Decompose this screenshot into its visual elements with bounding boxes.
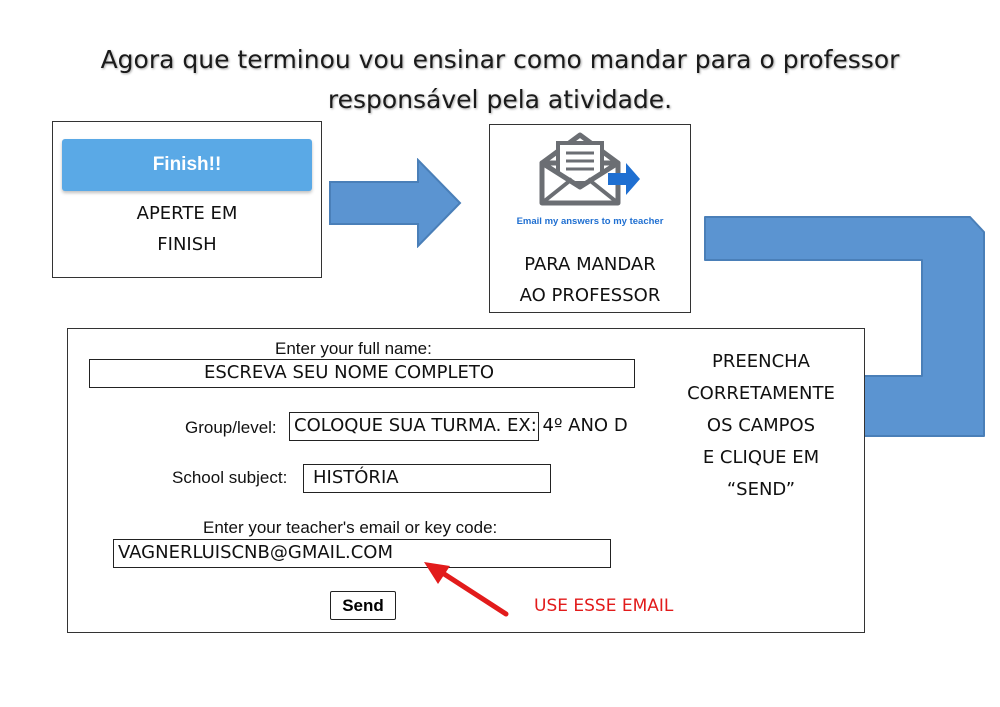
email-envelope-icon[interactable] <box>538 131 644 211</box>
finish-caption-line-2: FINISH <box>157 234 217 255</box>
group-level-input[interactable]: COLOQUE SUA TURMA. EX: 4º ANO D <box>289 412 628 441</box>
group-level-label: Group/level: <box>185 418 277 437</box>
instruction-line-4: E CLIQUE EM <box>702 447 820 468</box>
school-subject-label: School subject: <box>172 468 288 487</box>
page-title: Agora que terminou vou ensinar como mand… <box>60 40 940 120</box>
send-button[interactable]: Send <box>330 591 396 620</box>
full-name-input[interactable]: ESCREVA SEU NOME COMPLETO <box>89 359 635 388</box>
finish-step-caption: APERTE EM FINISH <box>62 198 312 260</box>
fill-instructions: PREENCHA CORRETAMENTE OS CAMPOS E CLIQUE… <box>676 346 846 506</box>
teacher-email-label: Enter your teacher's email or key code: <box>203 518 498 537</box>
teacher-email-input[interactable]: VAGNERLUISCNB@GMAIL.COM <box>113 539 611 568</box>
instruction-line-1: PREENCHA <box>712 351 810 372</box>
email-step-caption: PARA MANDAR AO PROFESSOR <box>489 249 691 311</box>
school-subject-input[interactable]: HISTÓRIA <box>303 464 551 493</box>
finish-button[interactable]: Finish!! <box>62 139 312 191</box>
instruction-line-2: CORRETAMENTE <box>687 383 835 404</box>
instruction-line-5: “SEND” <box>726 479 796 500</box>
full-name-label: Enter your full name: <box>275 339 432 358</box>
email-caption-line-2: AO PROFESSOR <box>519 285 661 306</box>
title-line-2: responsável pela atividade. <box>327 85 673 114</box>
red-pointer-arrow-icon <box>424 562 509 617</box>
email-icon-caption: Email my answers to my teacher <box>516 216 664 227</box>
use-email-annotation: USE ESSE EMAIL <box>534 596 674 616</box>
instruction-line-3: OS CAMPOS <box>706 415 816 436</box>
email-caption-line-1: PARA MANDAR <box>524 254 656 275</box>
right-arrow-icon <box>329 158 462 248</box>
finish-caption-line-1: APERTE EM <box>136 203 238 224</box>
title-line-1: Agora que terminou vou ensinar como mand… <box>100 45 900 74</box>
